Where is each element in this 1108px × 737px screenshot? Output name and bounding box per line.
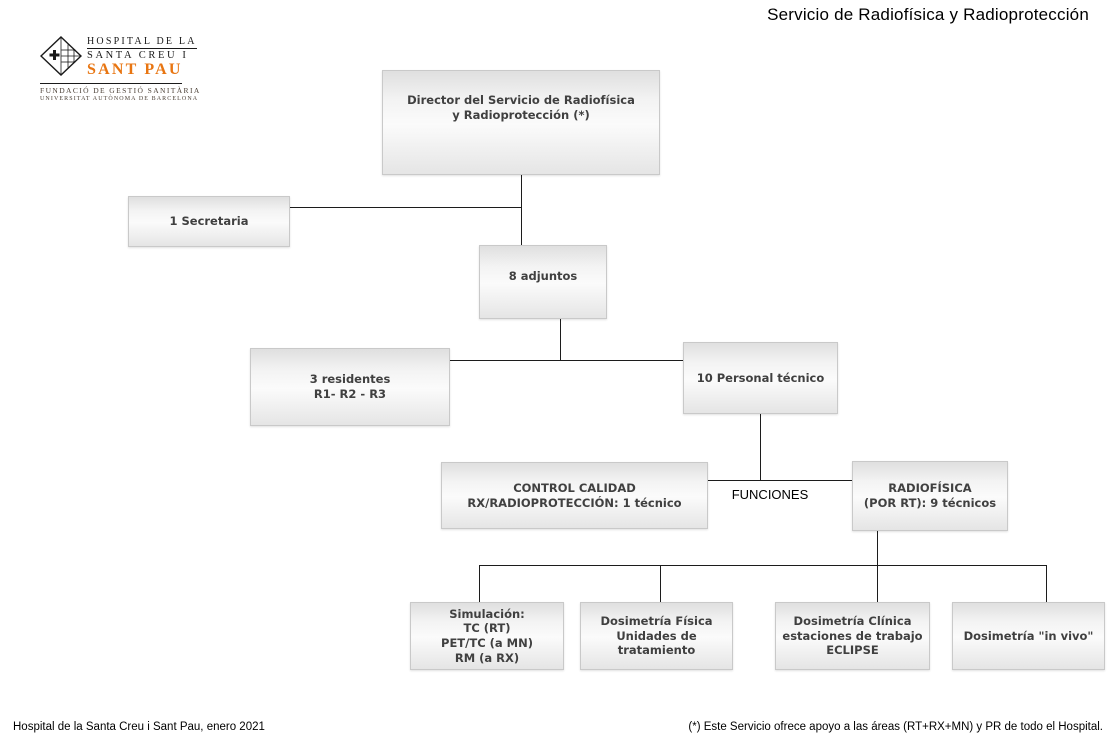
connector-bottom-bus <box>479 565 1046 566</box>
logo-text-santa-creu-i: SANTA CREU I <box>87 50 189 61</box>
logo-text-universitat: UNIVERSITAT AUTÒNOMA DE BARCELONA <box>40 96 199 102</box>
node-personal-tecnico: 10 Personal técnico <box>683 342 838 414</box>
page-title: Servicio de Radiofísica y Radioprotecció… <box>767 5 1089 24</box>
node-radiofisica: RADIOFÍSICA (POR RT): 9 técnicos <box>852 461 1008 531</box>
node-dosimetria-clinica: Dosimetría Clínica estaciones de trabajo… <box>775 602 930 670</box>
node-control-calidad: CONTROL CALIDAD RX/RADIOPROTECCIÓN: 1 té… <box>441 462 708 529</box>
connector-radiofisica-drop <box>877 531 878 602</box>
node-simulacion: Simulación: TC (RT) PET/TC (a MN) RM (a … <box>410 602 564 670</box>
logo-text-hospital-de-la: HOSPITAL DE LA <box>87 36 197 49</box>
connector-personal-drop <box>760 414 761 480</box>
connector-drop-dosimetria-fisica <box>660 565 661 602</box>
footer-source: Hospital de la Santa Creu i Sant Pau, en… <box>13 721 265 733</box>
logo-text-sant-pau: SANT PAU <box>87 61 183 78</box>
connector-drop-dosimetria-in-vivo <box>1046 565 1047 602</box>
connector-residentes-personal <box>450 360 683 361</box>
connector-drop-simulacion <box>479 565 480 602</box>
logo-text-fundacio: FUNDACIÓ DE GESTIÓ SANITÀRIA <box>40 86 201 95</box>
node-director: Director del Servicio de Radiofísica y R… <box>382 70 660 175</box>
funciones-label: FUNCIONES <box>731 487 809 502</box>
connector-secretaria <box>290 207 521 208</box>
node-secretaria: 1 Secretaria <box>128 196 290 247</box>
node-adjuntos: 8 adjuntos <box>479 245 607 319</box>
santpau-diamond-logo-icon <box>39 36 83 81</box>
footer-footnote: (*) Este Servicio ofrece apoyo a las áre… <box>688 721 1103 733</box>
node-dosimetria-in-vivo: Dosimetría "in vivo" <box>952 602 1105 670</box>
connector-adjuntos-drop <box>560 319 561 360</box>
node-residentes: 3 residentes R1- R2 - R3 <box>250 348 450 426</box>
connector-funciones <box>708 480 852 481</box>
connector-director-adjuntos <box>521 175 522 245</box>
node-dosimetria-fisica: Dosimetría Física Unidades de tratamient… <box>580 602 733 670</box>
hospital-logo: HOSPITAL DE LA SANTA CREU I SANT PAU FUN… <box>39 36 201 102</box>
